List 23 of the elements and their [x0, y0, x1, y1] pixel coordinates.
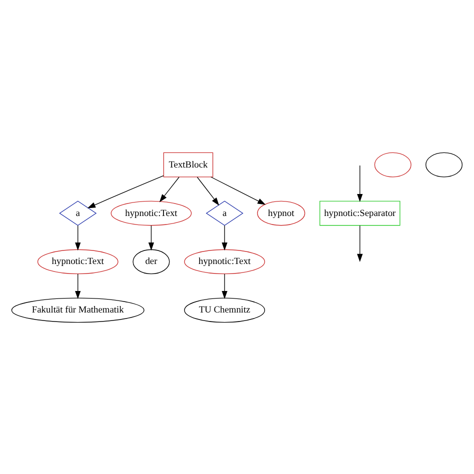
node-ellipse: hypnotic:Text: [110, 200, 192, 226]
arrow: [222, 273, 228, 299]
node-ellipse: TU Chemnitz: [184, 297, 266, 322]
arrow: [148, 224, 154, 250]
arrow: [75, 224, 81, 250]
arrow: [222, 224, 228, 250]
node-ellipse: Fakultät für Mathematik: [11, 297, 144, 322]
node-ellipse: [374, 152, 412, 177]
arrow: [87, 174, 164, 208]
node-ellipse: hypnotic:Text: [184, 248, 266, 274]
node-box: TextBlock: [163, 152, 214, 177]
node-ellipse: [426, 152, 463, 177]
node-ellipse: der: [132, 248, 170, 274]
arrow: [75, 273, 81, 299]
node-ellipse: hypnot: [257, 200, 306, 226]
arrow: [357, 164, 363, 202]
arrow: [357, 224, 363, 262]
arrow: [210, 176, 266, 204]
arrow: [159, 176, 180, 202]
node-ellipse: hypnotic:Text: [37, 248, 118, 274]
node-box: hypnotic:Separator: [320, 200, 400, 226]
node-diamond: a: [206, 200, 244, 226]
arrow: [196, 176, 220, 206]
